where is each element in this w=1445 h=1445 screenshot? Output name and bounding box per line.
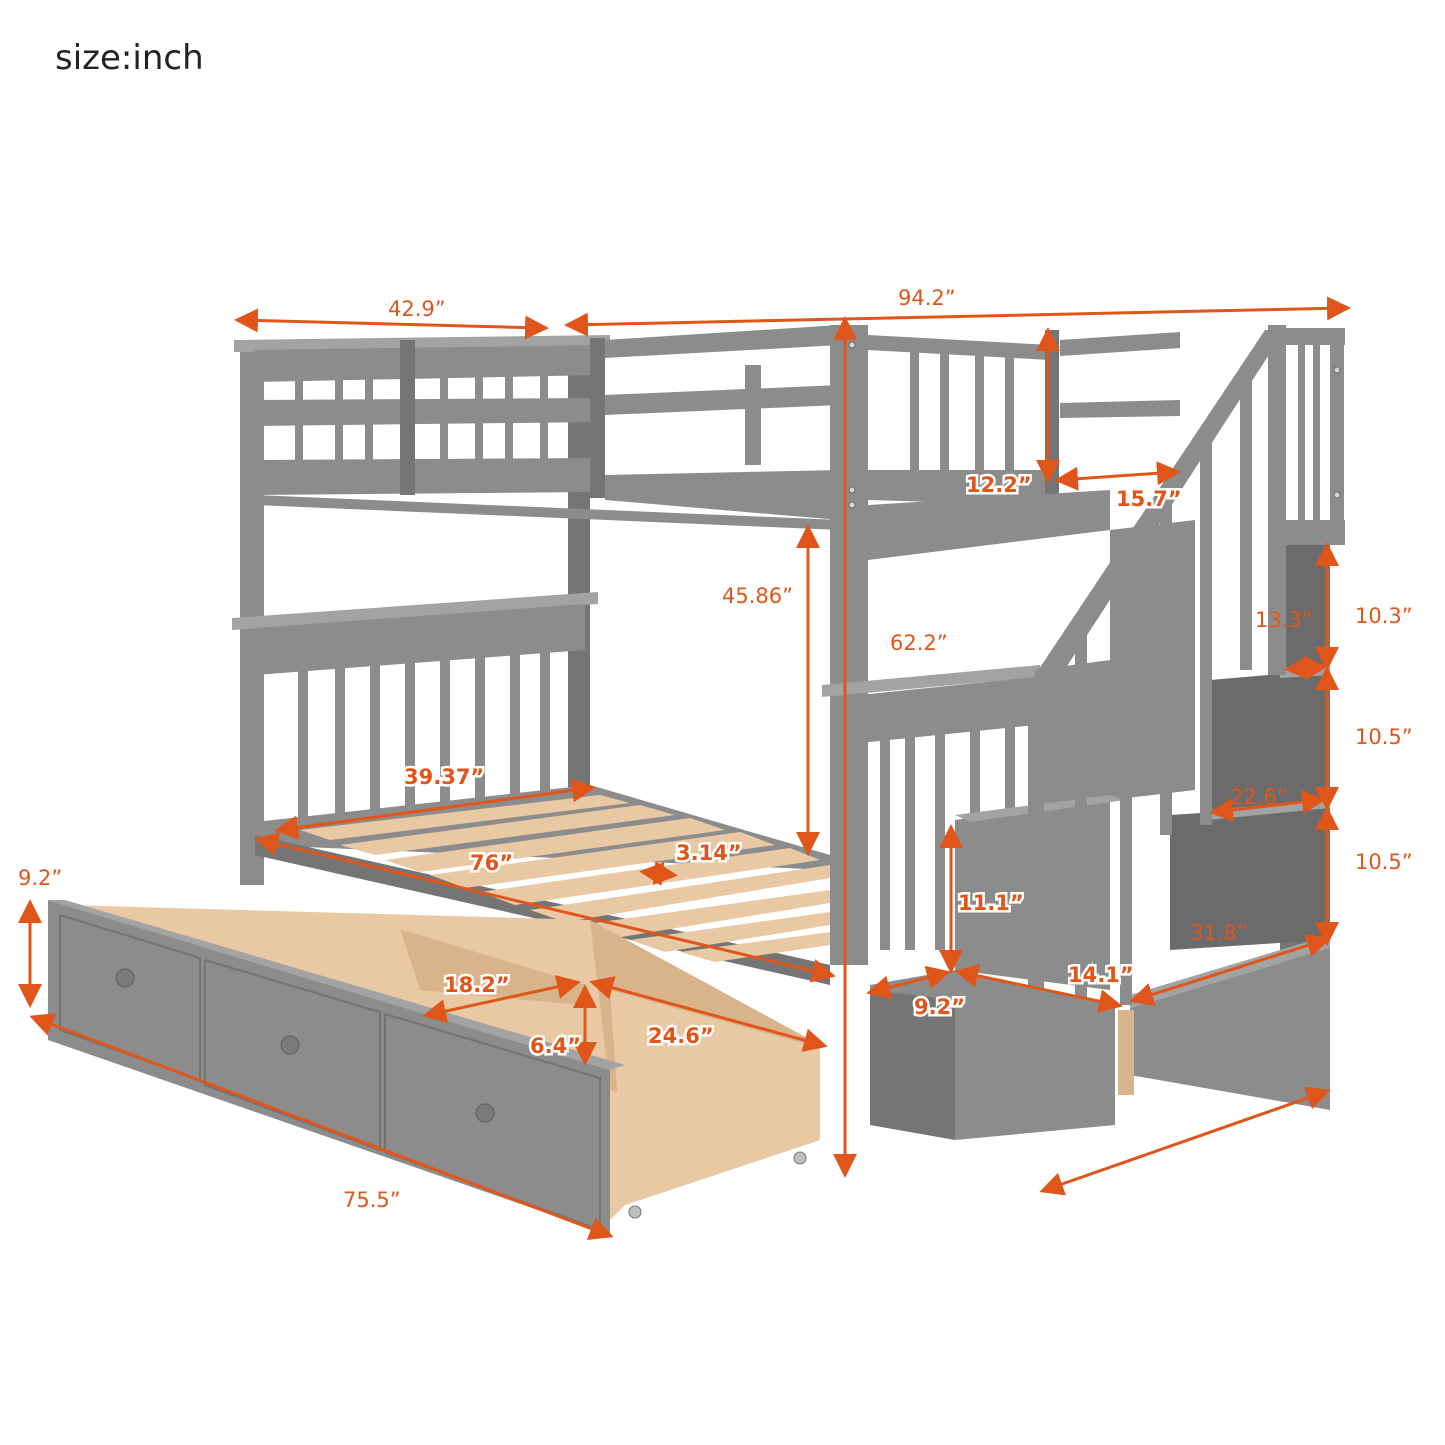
upper-foot-slats [910,350,1014,470]
arrow-step-depth [954,963,1123,1014]
dimension-labels: 42.9” 94.2” 12.2” 15.7” 45.86” 62.2” 13.… [18,286,1413,1212]
arrow-top-cubby-width [1284,655,1328,681]
upper-side-bottom-rail [605,470,840,520]
drawer-caster [793,1151,807,1165]
label-overall-length: 94.2” [898,286,956,310]
label-guardrail-height: 12.2” [966,473,1032,497]
label-guardrail-gap: 15.7” [1116,487,1182,511]
arrow-guardrail-gap [1054,461,1181,491]
bed-frame [232,325,1180,985]
label-drawer-compartment: 18.2” [444,973,510,997]
label-slat-spacing: 3.14” [676,841,742,865]
label-drawer-length: 75.5” [343,1188,401,1212]
upper-bunk-base-rail [255,495,840,530]
upper-side-post [745,365,761,465]
left-front-post [240,345,264,885]
arrow-overall-length [564,296,1351,337]
arrow-drawer-depth [589,976,828,1052]
bottom-step-front [870,990,955,1140]
lower-footboard-cap [822,665,1040,697]
arrow-mattress-length [254,832,836,983]
lower-headboard-slats [298,643,550,825]
label-drawer-height: 9.2” [18,866,62,890]
label-bottom-clearance: 45.86” [722,584,793,608]
upper-foot-back-rail-2 [1060,400,1180,418]
drawer-caster [628,1205,642,1219]
label-step-depth: 14.1” [1068,963,1134,987]
label-step-width: 9.2” [914,995,965,1019]
drawer-knob-1[interactable] [115,968,135,988]
label-top-cubby-width: 13.3” [1255,608,1313,632]
drawer-end-panel [610,990,820,1205]
label-cubby-top-height: 10.3” [1355,604,1413,628]
arrow-middle-shelf [1209,790,1326,822]
dimension-arrows [18,296,1351,1240]
label-bottom-shelf: 31.8” [1190,921,1248,945]
drawer-knob-3[interactable] [475,1103,495,1123]
upper-headboard-slats [295,375,548,465]
arrow-bed-width [234,308,549,340]
stair-guard-post [1330,328,1344,543]
arrow-drawer-compartment [422,975,581,1023]
upper-headboard-rail-1 [255,345,600,382]
arrow-stair-depth [1039,1086,1331,1196]
upper-foot-back-rail-1 [1060,332,1180,356]
upper-side-mid-rail [605,385,840,415]
drawer-knob-2[interactable] [280,1035,300,1055]
arrow-mattress-width [274,778,596,840]
stair-handrail [1025,330,1285,700]
size-unit-title: size:inch [55,38,204,78]
upper-foot-base-rail [868,490,1110,560]
handrail-balusters [1075,370,1252,1005]
arrow-slat-spacing [639,861,678,886]
left-back-post [568,340,590,810]
label-cubby-bottom-height: 10.5” [1355,850,1413,874]
upper-headboard-rail-2 [255,398,600,426]
upper-guard-clip-left [400,340,415,495]
label-overall-height: 62.2” [890,631,948,655]
handrail-post-upper [1268,325,1286,675]
arrow-drawer-length [29,1013,614,1240]
lower-headboard-top-rail [255,604,585,675]
label-cubby-mid-height: 10.5” [1355,725,1413,749]
label-mattress-length: 76” [470,851,513,875]
stair-middle-cubby [1210,670,1325,812]
upper-foot-rail [868,470,1050,505]
upper-headboard-rail-3 [255,458,600,495]
label-first-step-height: 11.1” [958,891,1024,915]
lower-footboard-rail [840,677,1035,745]
upper-guard-clip-right [590,338,605,498]
upper-foot-cap [868,335,1050,360]
handrail-post-lower [1028,690,1044,1000]
arrow-step-width [866,965,951,1000]
arrow-bottom-shelf [1129,933,1331,1007]
label-bed-width: 42.9” [388,297,446,321]
stair-guard-base [1285,520,1345,545]
upper-side-top-rail [605,325,840,358]
step-block-4 [1035,660,1110,810]
label-drawer-inner-height: 6.4” [530,1034,581,1058]
label-middle-shelf: 22.6” [1230,785,1288,809]
right-front-post [830,325,868,965]
lower-headboard-cap [232,592,598,630]
stair-wood-leg [1118,1010,1134,1095]
label-mattress-width: 39.37” [404,765,484,789]
stair-lower-cubby [1170,805,1325,950]
label-drawer-depth: 24.6” [648,1024,714,1048]
